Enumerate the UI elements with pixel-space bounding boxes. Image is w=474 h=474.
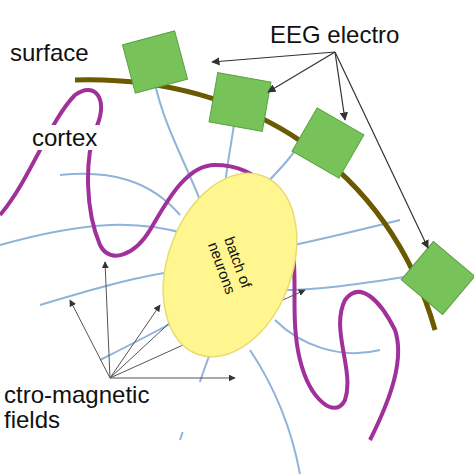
field-label: ctro-magnetic fields: [2, 382, 206, 432]
ellipse-outline: [139, 160, 321, 370]
electrode-label: EEG electro: [268, 22, 401, 47]
neuron-batch: batch of neurons: [138, 160, 322, 370]
cortex-outline: [0, 90, 398, 440]
surface-label: surface: [8, 40, 91, 65]
cortex-label: cortex: [30, 125, 99, 150]
field-lines: [0, 60, 420, 474]
